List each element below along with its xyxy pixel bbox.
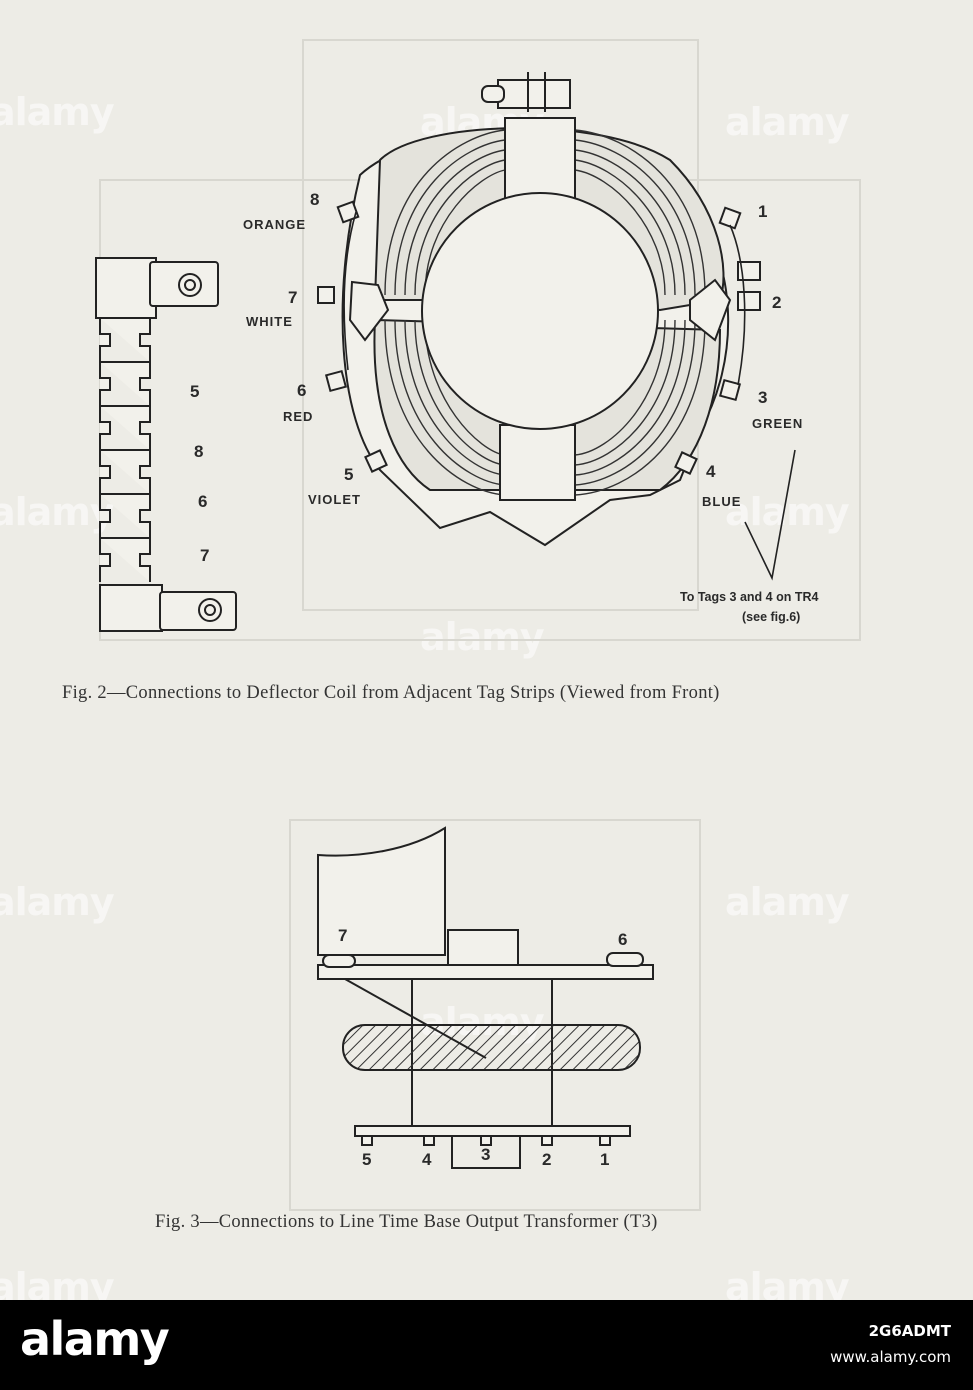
tr4-note-line1: To Tags 3 and 4 on TR4 — [680, 590, 819, 604]
tag-strip-number: 6 — [198, 492, 208, 511]
transformer-tag-number: 1 — [600, 1150, 610, 1169]
watermark-brand: alamy — [420, 615, 545, 659]
coil-tag-number: 7 — [288, 288, 298, 307]
watermark-brand: alamy — [0, 1265, 115, 1300]
watermark-brand: alamy — [0, 490, 115, 534]
tag-strip-number: 8 — [194, 442, 204, 461]
watermark-brand: alamy — [725, 490, 850, 534]
coil-tag-color: ORANGE — [243, 217, 307, 232]
watermark-brand: alamy — [0, 880, 115, 924]
tr4-note-line2: (see fig.6) — [742, 610, 801, 624]
fig3-caption: Fig. 3—Connections to Line Time Base Out… — [155, 1212, 658, 1232]
coil-tag-number: 4 — [706, 462, 716, 481]
coil-tag-color: BLUE — [702, 494, 742, 509]
coil-tag-number: 1 — [758, 202, 768, 221]
coil-tag-number: 6 — [297, 381, 307, 400]
coil-tag-number: 5 — [344, 465, 354, 484]
coil-tag-color: WHITE — [246, 314, 293, 329]
tag-strip — [95, 257, 237, 632]
watermark-brand: alamy — [725, 1265, 850, 1300]
transformer-tag-number: 2 — [542, 1150, 552, 1169]
diagram-drawing — [95, 39, 861, 1211]
coil-tag-number: 8 — [310, 190, 320, 209]
tag-strip-number: 5 — [190, 382, 200, 401]
fig2-caption: Fig. 2—Connections to Deflector Coil fro… — [62, 683, 720, 703]
tag-strip-number: 7 — [200, 546, 210, 565]
watermark-brand: alamy — [0, 90, 115, 134]
watermark-brand: alamy — [725, 880, 850, 924]
coil-leads — [343, 211, 796, 581]
site-url: www.alamy.com — [830, 1348, 951, 1366]
coil-tag-color: RED — [283, 409, 314, 424]
coil-tag-color: VIOLET — [308, 492, 361, 507]
transformer-tag-number: 7 — [338, 926, 348, 945]
page: alamy alamy alamy alamy alamy alamy alam… — [0, 0, 973, 1300]
watermark-brand: alamy — [725, 100, 850, 144]
watermark-footer — [0, 1300, 973, 1390]
transformer-tag-number: 5 — [362, 1150, 372, 1169]
transformer-tag-number: 6 — [618, 930, 628, 949]
transformer-tag-number: 3 — [481, 1145, 491, 1164]
image-id: 2G6ADMT — [868, 1322, 951, 1340]
coil-tag-color: GREEN — [752, 416, 804, 431]
coil-tag-lugs — [317, 200, 761, 475]
transformer — [317, 826, 654, 1169]
coil-tag-number: 3 — [758, 388, 768, 407]
coil-tag-number: 2 — [772, 293, 782, 312]
transformer-tag-number: 4 — [422, 1150, 432, 1169]
alamy-logo: alamy — [20, 1312, 170, 1366]
